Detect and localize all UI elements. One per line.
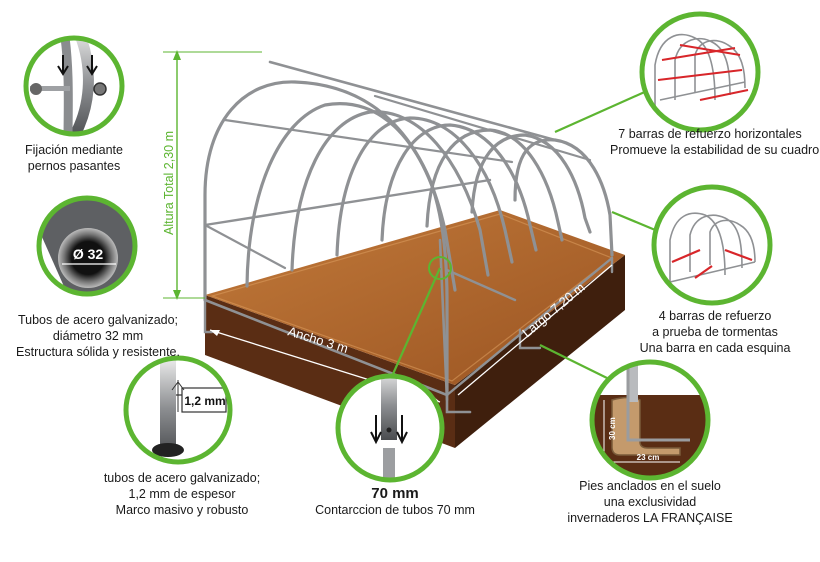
height-dimension: Altura Total 2,30 m [162, 50, 262, 300]
caption-line: 4 barras de refuerzo [658, 309, 772, 323]
bolt-head-icon [30, 83, 42, 95]
caption-line: Pies anclados en el suelo [579, 479, 721, 493]
caption-line: Tubos de acero galvanizado; [17, 313, 179, 327]
connection-caption: 70 mm Contarccion de tubos 70 mm [300, 486, 490, 518]
storm-bars-callout [651, 184, 773, 306]
height-label: Altura Total 2,30 m [162, 131, 176, 235]
diameter-badge: Ø 32 [73, 246, 104, 262]
caption-line: Una barra en cada esquina [639, 341, 791, 355]
arrow-down-icon [86, 55, 98, 76]
arrow-down-icon [57, 55, 69, 76]
caption-line: 1,2 mm de espesor [128, 487, 236, 501]
nut-icon [93, 82, 107, 96]
bolts-caption: Fijación mediante pernos pasantes [14, 142, 134, 174]
thickness-badge-box [181, 387, 227, 413]
connection-title: 70 mm [371, 485, 419, 502]
diameter-callout: Ø 32 [36, 195, 138, 297]
caption-line: una exclusividad [603, 495, 697, 509]
diameter-caption: Tubos de acero galvanizado; diámetro 32 … [0, 312, 196, 360]
anchored-feet-callout: 30 cm 23 cm [589, 359, 711, 481]
caption-line: Marco masivo y robusto [115, 503, 249, 517]
caption-line: pernos pasantes [27, 159, 121, 173]
caption-line: Promueve la estabilidad de su cuadro [610, 143, 820, 157]
arrow-down-icon [370, 415, 382, 445]
bolt-shaft [30, 86, 70, 91]
caption-line: tubos de acero galvanizado; [103, 471, 261, 485]
connection-callout [335, 373, 445, 483]
tube-end-icon [58, 228, 118, 288]
bolts-callout [23, 35, 125, 137]
thickness-badge: 1,2 mm [184, 394, 225, 408]
feet-dim-vertical: 30 cm [608, 417, 617, 440]
thickness-caption: tubos de acero galvanizado; 1,2 mm de es… [96, 470, 268, 518]
storm-bars-caption: 4 barras de refuerzo a prueba de torment… [630, 308, 800, 356]
caption-line: a prueba de tormentas [652, 325, 778, 339]
callout-connectors [391, 84, 661, 379]
horizontal-bars-callout [639, 11, 761, 133]
greenhouse-frame [203, 60, 614, 414]
arrow-down-icon [396, 415, 408, 445]
anchored-feet-caption: Pies anclados en el suelo una exclusivid… [560, 478, 740, 526]
thickness-callout: 1,2 mm [123, 355, 233, 465]
caption-line: invernaderos LA FRANÇAISE [567, 511, 733, 525]
caption-line: 7 barras de refuerzo horizontales [618, 127, 802, 141]
caption-line: Estructura sólida y resistente. [16, 345, 180, 359]
caption-line: Contarccion de tubos 70 mm [315, 503, 475, 517]
caption-line: Fijación mediante [25, 143, 123, 157]
caption-line: diámetro 32 mm [52, 329, 144, 343]
horizontal-bars-caption: 7 barras de refuerzo horizontales Promue… [610, 126, 820, 158]
feet-dim-horizontal: 23 cm [637, 453, 660, 462]
